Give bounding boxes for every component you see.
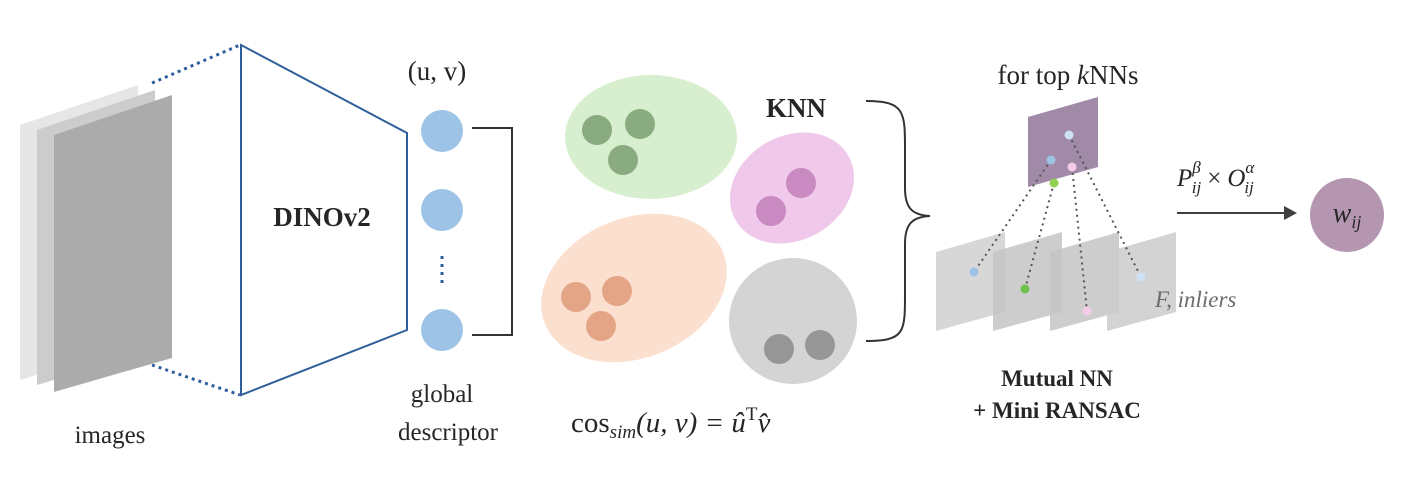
image-stack <box>20 85 172 392</box>
descriptor-pair-label: (u, v) <box>408 56 466 86</box>
cluster-orange-point <box>602 276 632 306</box>
formula-O: O <box>1227 165 1245 192</box>
match-line <box>1068 134 1142 278</box>
cluster-pink-point <box>756 196 786 226</box>
database-plane <box>936 232 1005 331</box>
formula-P-sup: β <box>1191 158 1201 177</box>
formula-O-sub: ij <box>1244 178 1254 197</box>
cluster-gray-point <box>764 334 794 364</box>
formula-O-sup: α <box>1245 158 1255 177</box>
keypoint-query <box>1067 162 1077 172</box>
cluster-green-point <box>582 115 612 145</box>
curly-brace <box>865 100 931 342</box>
keypoint-match <box>1136 272 1146 282</box>
cos-sim-u-hat: û <box>731 407 746 439</box>
correspondence-lines <box>973 134 1142 312</box>
images-label: images <box>75 422 146 449</box>
cluster-pink <box>729 132 855 244</box>
dinov2-label: DINOv2 <box>273 202 371 232</box>
match-line <box>1071 166 1088 312</box>
cluster-orange-point <box>561 282 591 312</box>
cluster-orange <box>541 213 727 363</box>
top-knn-k: k <box>1077 60 1090 90</box>
descriptor-node-1 <box>421 110 463 152</box>
cos-sim-v-hat: v̂ <box>757 407 770 439</box>
database-image-planes <box>936 232 1176 331</box>
keypoint-match <box>1020 284 1030 294</box>
top-knn-suffix: NNs <box>1089 60 1139 90</box>
match-line <box>1024 182 1055 290</box>
query-image-plane <box>1028 97 1098 187</box>
descriptor-node-2 <box>421 189 463 231</box>
descriptor-bracket <box>472 127 513 336</box>
top-knn-label: for top kNNs <box>998 60 1139 90</box>
weight-node-label: wij <box>1333 198 1362 232</box>
keypoint-match <box>1082 306 1092 316</box>
weight-arrow-head <box>1284 206 1297 220</box>
projection-line-bottom <box>151 363 241 397</box>
cos-sim-transpose: T <box>746 404 758 425</box>
mini-ransac-label: + Mini RANSAC <box>973 398 1141 423</box>
global-descriptor-label-line1: global <box>411 381 474 408</box>
dinov2-encoder <box>240 43 408 397</box>
cluster-green <box>565 75 737 199</box>
cos-sim-formula: cossim(u, v) = ûTv̂ <box>571 404 770 443</box>
cluster-gray-point <box>805 330 835 360</box>
formula-P-sub: ij <box>1192 178 1202 197</box>
cluster-orange-point <box>586 311 616 341</box>
cluster-green-point <box>625 109 655 139</box>
cos-sim-prefix: cos <box>571 407 610 439</box>
cluster-orange-region <box>541 213 727 363</box>
keypoint-match <box>969 267 979 277</box>
cos-sim-subscript: sim <box>610 422 636 443</box>
cluster-green-point <box>608 145 638 175</box>
keypoint-query <box>1064 130 1074 140</box>
global-descriptor-label-line2: descriptor <box>398 419 499 446</box>
cluster-gray <box>729 258 857 384</box>
cluster-gray-region <box>729 258 857 384</box>
image-sheet-front <box>54 95 172 392</box>
weight-w-sub: ij <box>1351 212 1361 232</box>
keypoint-query <box>1046 155 1056 165</box>
formula-times: × <box>1207 165 1221 192</box>
projection-line-top <box>151 43 241 85</box>
cos-sim-arguments: (u, v) = <box>636 407 731 439</box>
keypoint-query <box>1049 178 1059 188</box>
knn-label: KNN <box>766 93 827 123</box>
descriptor-node-3 <box>421 309 463 351</box>
f-inliers-label: F, inliers <box>1154 287 1236 312</box>
weight-node <box>1310 178 1384 252</box>
weight-w: w <box>1333 198 1352 229</box>
match-line <box>973 159 1052 273</box>
cluster-green-region <box>565 75 737 199</box>
database-plane <box>1107 232 1176 331</box>
formula-P: P <box>1176 165 1192 192</box>
mutual-nn-label: Mutual NN <box>1001 366 1113 391</box>
cluster-pink-point <box>786 168 816 198</box>
top-knn-prefix: for top <box>998 60 1077 90</box>
